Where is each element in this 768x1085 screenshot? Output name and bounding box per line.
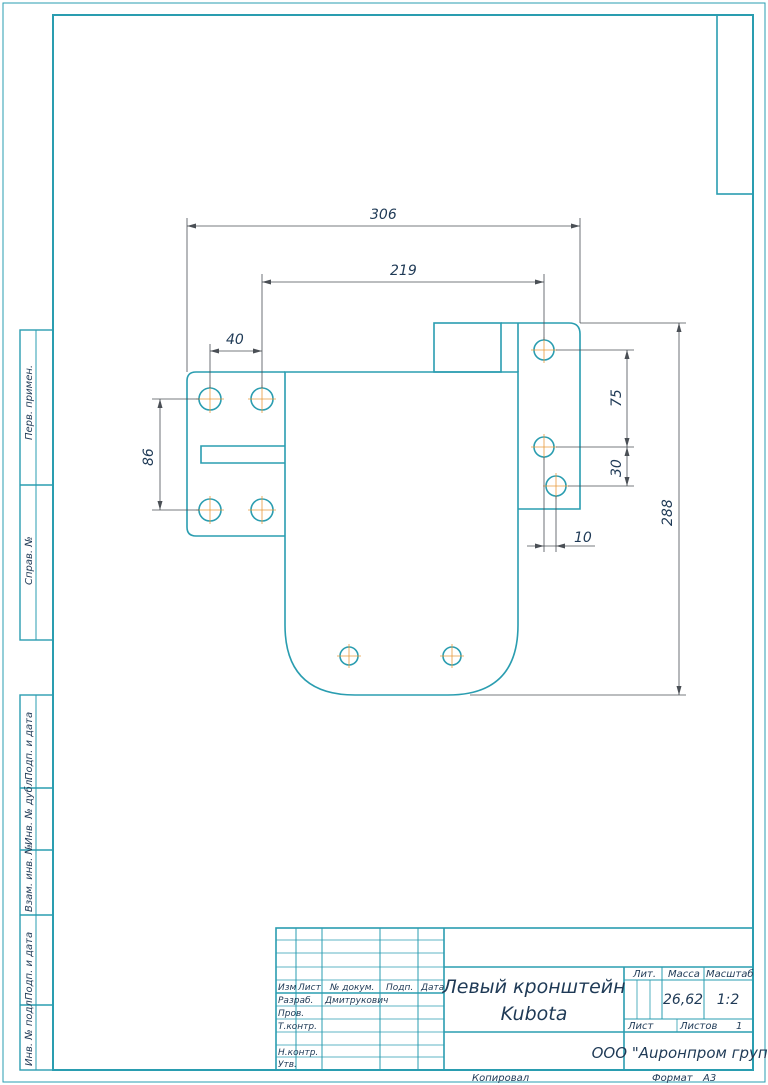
tb-header-podp: Подп.	[386, 983, 413, 993]
tb-row-tkontr: Т.контр.	[278, 1022, 317, 1032]
tb-header-data: Дата	[420, 983, 444, 993]
tb-header-izm: Изм	[278, 983, 297, 993]
dim-75: 75	[609, 389, 625, 407]
left-plate	[186, 371, 285, 537]
side-label-perv-primen: Перв. примен.	[24, 365, 35, 440]
company-name: ООО "Аuронпром групп"	[592, 1044, 768, 1062]
tb-row-razrab: Разраб.	[278, 996, 313, 1006]
tb-header-docnum: № докум.	[329, 983, 374, 993]
dim-30: 30	[609, 459, 625, 477]
dim-40: 40	[226, 332, 244, 348]
side-label-vzam-inv: Взам. инв. №	[24, 844, 35, 912]
dim-10: 10	[574, 530, 592, 546]
side-label-podp-data-2: Подп. и дата	[24, 932, 35, 1000]
dimension-arrows	[157, 223, 682, 695]
tb-row-nkontr: Н.контр.	[278, 1048, 318, 1058]
hole-group	[198, 339, 567, 666]
scale-value: 1:2	[717, 992, 740, 1008]
slot	[200, 445, 285, 464]
mass-value: 26,62	[663, 992, 703, 1008]
format-value: А3	[702, 1073, 716, 1084]
tb-sheets-label: Листов	[679, 1021, 717, 1032]
center-marks	[196, 337, 569, 668]
tb-row-prov: Пров.	[278, 1009, 304, 1019]
tb-developer: Дмитрукович	[324, 996, 388, 1006]
tb-scale-label: Масштаб	[706, 968, 754, 980]
drawing-title-line2: Kubota	[501, 1003, 568, 1025]
drawing-title-line1: Левый кронштейн	[441, 976, 625, 998]
tb-mass-label: Масса	[668, 969, 700, 980]
main-body	[284, 371, 519, 696]
dim-288: 288	[660, 499, 676, 526]
top-right-box	[716, 14, 754, 195]
dimension-lines	[152, 218, 686, 696]
dim-219: 219	[390, 263, 417, 279]
tb-sheets-count: 1	[736, 1021, 742, 1032]
dim-306: 306	[370, 207, 397, 223]
tb-sheet-label: Лист	[627, 1021, 655, 1032]
side-label-sprav: Справ. №	[24, 536, 35, 585]
title-block: Изм Лист № докум. Подп. Дата Разраб. Про…	[275, 927, 768, 1071]
upper-block	[433, 322, 502, 373]
bracket-part	[186, 322, 581, 696]
side-label-inv-dubl: Инв. № дубл.	[23, 777, 35, 845]
tb-row-utv: Утв.	[278, 1060, 297, 1070]
drawing-frame	[52, 14, 754, 1071]
tb-header-list: Лист	[297, 983, 322, 993]
side-strip: Перв. примен. Справ. № Подп. и дата Инв.…	[19, 329, 54, 1071]
side-label-podp-data-1: Подп. и дата	[24, 712, 35, 780]
dim-86: 86	[141, 448, 157, 466]
format-label: Формат	[652, 1073, 694, 1084]
right-plate	[518, 322, 581, 510]
tb-lit-label: Лит.	[632, 969, 656, 980]
side-label-inv-podl: Инв. № подл.	[24, 997, 35, 1066]
copied-label: Копировал	[472, 1073, 530, 1084]
